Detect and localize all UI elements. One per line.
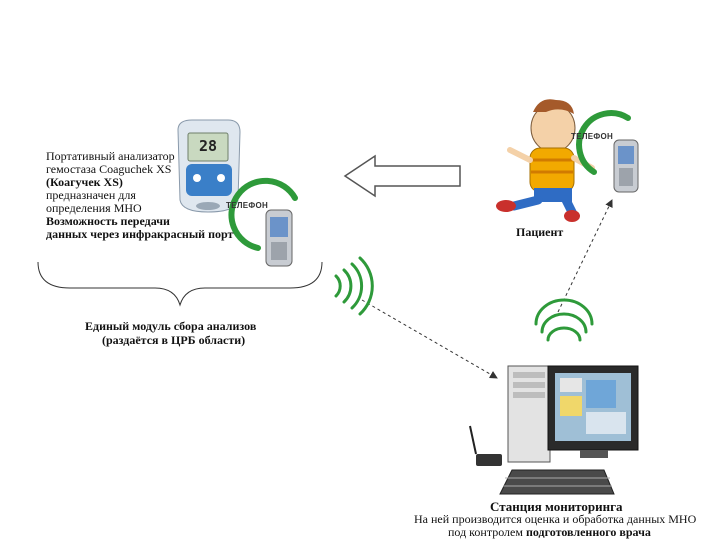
station-line-1: На ней производится оценка и обработка д…: [414, 512, 697, 526]
phone-label-module: ТЕЛЕФОН: [226, 201, 269, 210]
analyzer-phone-group: [228, 177, 298, 267]
grouping-brace: [37, 261, 323, 307]
signal-waves-module: [334, 256, 374, 316]
dashed-arrow-to-station: [361, 299, 498, 379]
station-line-2-bold: подготовленного врача: [525, 525, 651, 539]
signal-waves-station: [534, 298, 594, 342]
analyzer-line-1: Портативный анализатор: [46, 149, 175, 163]
station-title: Станция мониторинга: [490, 499, 623, 514]
station-line-2: под контролем подготовленного врача: [448, 526, 651, 539]
phone-label-patient: ТЕЛЕФОН: [571, 132, 614, 141]
analyzer-line-4: предназначен для: [46, 188, 136, 202]
analyzer-display-value: 28: [198, 137, 218, 155]
monitoring-station-computer: [469, 365, 639, 495]
analyzer-line-5: определения МНО: [46, 201, 142, 215]
analyzer-line-7: данных через инфракрасный порт: [46, 227, 234, 241]
patient-figure: [496, 99, 595, 222]
patient-label: Пациент: [516, 225, 564, 239]
large-left-arrow: [343, 154, 461, 198]
analyzer-description: Портативный анализатор гемостаза Coaguch…: [46, 150, 233, 241]
module-title: Единый модуль сбора анализов: [85, 319, 257, 333]
coaguchek-analyzer-device: [177, 119, 241, 213]
station-line-2-prefix: под контролем: [448, 525, 523, 539]
analyzer-line-6: Возможность передачи: [46, 214, 170, 228]
patient-phone-group: [576, 110, 639, 193]
analyzer-line-2: гемостаза Coaguchek XS: [46, 162, 172, 176]
dashed-arrow-to-patient-phone: [557, 199, 613, 313]
module-subtitle: (раздаётся в ЦРБ области): [102, 333, 246, 347]
analyzer-line-3: (Коагучек XS): [46, 175, 123, 189]
